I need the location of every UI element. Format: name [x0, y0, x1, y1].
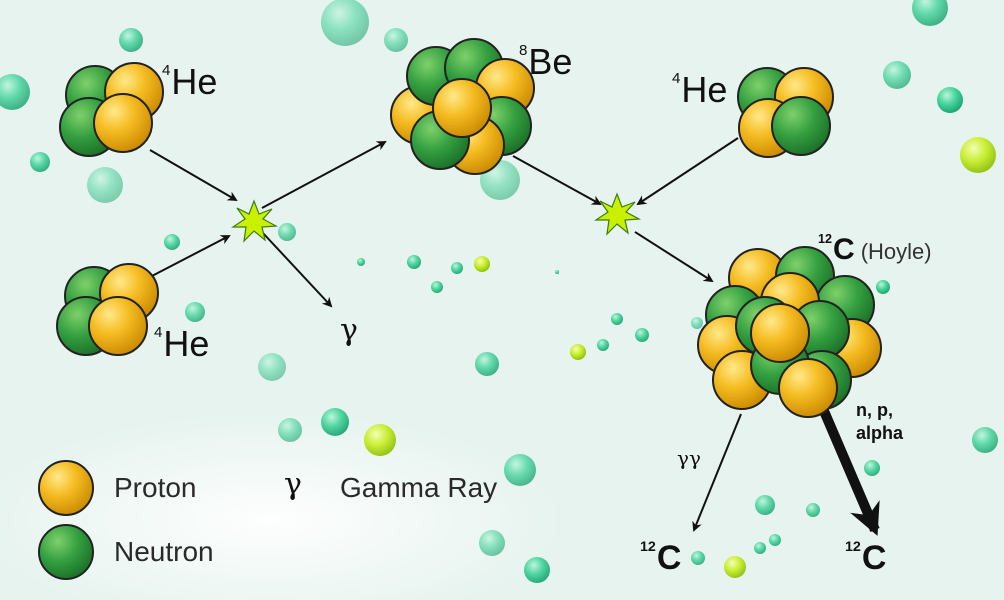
helium4-nucleus-bottom-left: [56, 263, 159, 356]
arrow-he4-bottom-to-flash: [149, 235, 231, 278]
legend-gamma-symbol: γ: [284, 467, 302, 502]
legend-gamma-ray-label: Gamma Ray: [340, 472, 498, 503]
label-he4-bottom-left: 4He: [154, 325, 209, 362]
background-particles: [0, 0, 998, 583]
beryllium8-nucleus: [390, 38, 535, 175]
element-symbol: He: [171, 60, 218, 102]
label-c12-hoyle: 12C(Hoyle): [818, 233, 932, 265]
collision-flash-right: [594, 192, 642, 236]
mass-number: 12: [640, 539, 656, 555]
element-symbol: He: [163, 322, 210, 364]
arrow-he4-top-to-flash: [149, 149, 238, 202]
label-c12-left: 12C: [640, 540, 681, 575]
legend-neutron-label: Neutron: [114, 536, 214, 567]
label-he4-top-left: 4He: [162, 63, 217, 100]
label-c12-right: 12C: [845, 540, 886, 575]
element-symbol: He: [681, 68, 728, 110]
arrow-hoyle-to-c12-particles: [819, 409, 880, 536]
gamma-ray-label: γ: [340, 313, 358, 348]
element-symbol: Be: [528, 40, 573, 82]
arrow-be8-to-flash: [512, 155, 602, 205]
decay-products-label: n, p, alpha: [856, 400, 904, 443]
mass-number: 8: [519, 42, 528, 59]
arrow-hoyle-to-c12-gamma: [692, 413, 742, 532]
carbon12-hoyle-nucleus: [697, 246, 882, 418]
label-be8: 8Be: [519, 43, 572, 80]
arrow-flash-to-be8: [261, 141, 387, 209]
legend-proton-label: Proton: [114, 472, 197, 503]
helium4-nucleus-top-left: [59, 62, 164, 157]
arrow-flash-to-hoyle: [634, 231, 714, 283]
label-he4-right: 4He: [672, 71, 727, 108]
element-symbol: C: [861, 538, 887, 577]
legend-glow: [0, 410, 570, 600]
helium4-nucleus-right: [737, 67, 834, 158]
mass-number: 4: [672, 70, 681, 87]
element-symbol: C: [833, 232, 855, 266]
reaction-arrows: [149, 137, 742, 532]
legend-proton-marker: [38, 460, 94, 516]
legend-neutron-marker: [38, 524, 94, 580]
mass-number: 4: [162, 62, 171, 79]
arrow-he4-right-to-flash: [636, 137, 739, 206]
collision-flash-left: [231, 199, 279, 243]
gamma-pair-label: γγ: [677, 446, 701, 470]
arrow-flash-to-gamma: [261, 231, 333, 308]
mass-number: 12: [818, 232, 833, 246]
mass-number: 12: [845, 539, 861, 555]
mass-number: 4: [154, 324, 163, 341]
hoyle-state-note: (Hoyle): [860, 238, 932, 264]
element-symbol: C: [656, 538, 682, 577]
